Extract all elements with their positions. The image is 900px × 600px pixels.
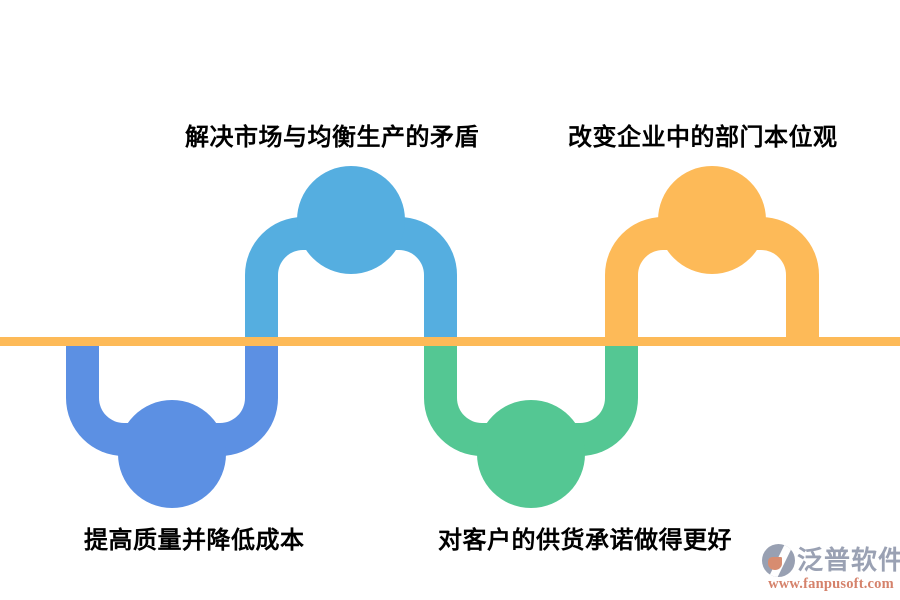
node-circle-market-balance: [297, 166, 405, 274]
logo-wedge: [768, 557, 782, 570]
brand-row: 泛普软件: [762, 544, 900, 577]
brand-watermark: 泛普软件 www.fanpusoft.com: [762, 544, 900, 593]
step-label-department-view: 改变企业中的部门本位观: [568, 124, 838, 151]
baseline-divider: [0, 337, 900, 346]
fanpu-logo-icon: [762, 544, 795, 577]
step-label-market-balance: 解决市场与均衡生产的矛盾: [185, 124, 479, 151]
step-label-delivery-promise: 对客户的供货承诺做得更好: [438, 527, 732, 554]
node-circle-quality: [118, 400, 226, 508]
node-circle-delivery-promise: [477, 400, 585, 508]
node-circle-department-view: [658, 166, 766, 274]
brand-name: 泛普软件: [797, 544, 900, 575]
step-label-quality: 提高质量并降低成本: [84, 527, 305, 554]
brand-url: www.fanpusoft.com: [768, 576, 894, 592]
